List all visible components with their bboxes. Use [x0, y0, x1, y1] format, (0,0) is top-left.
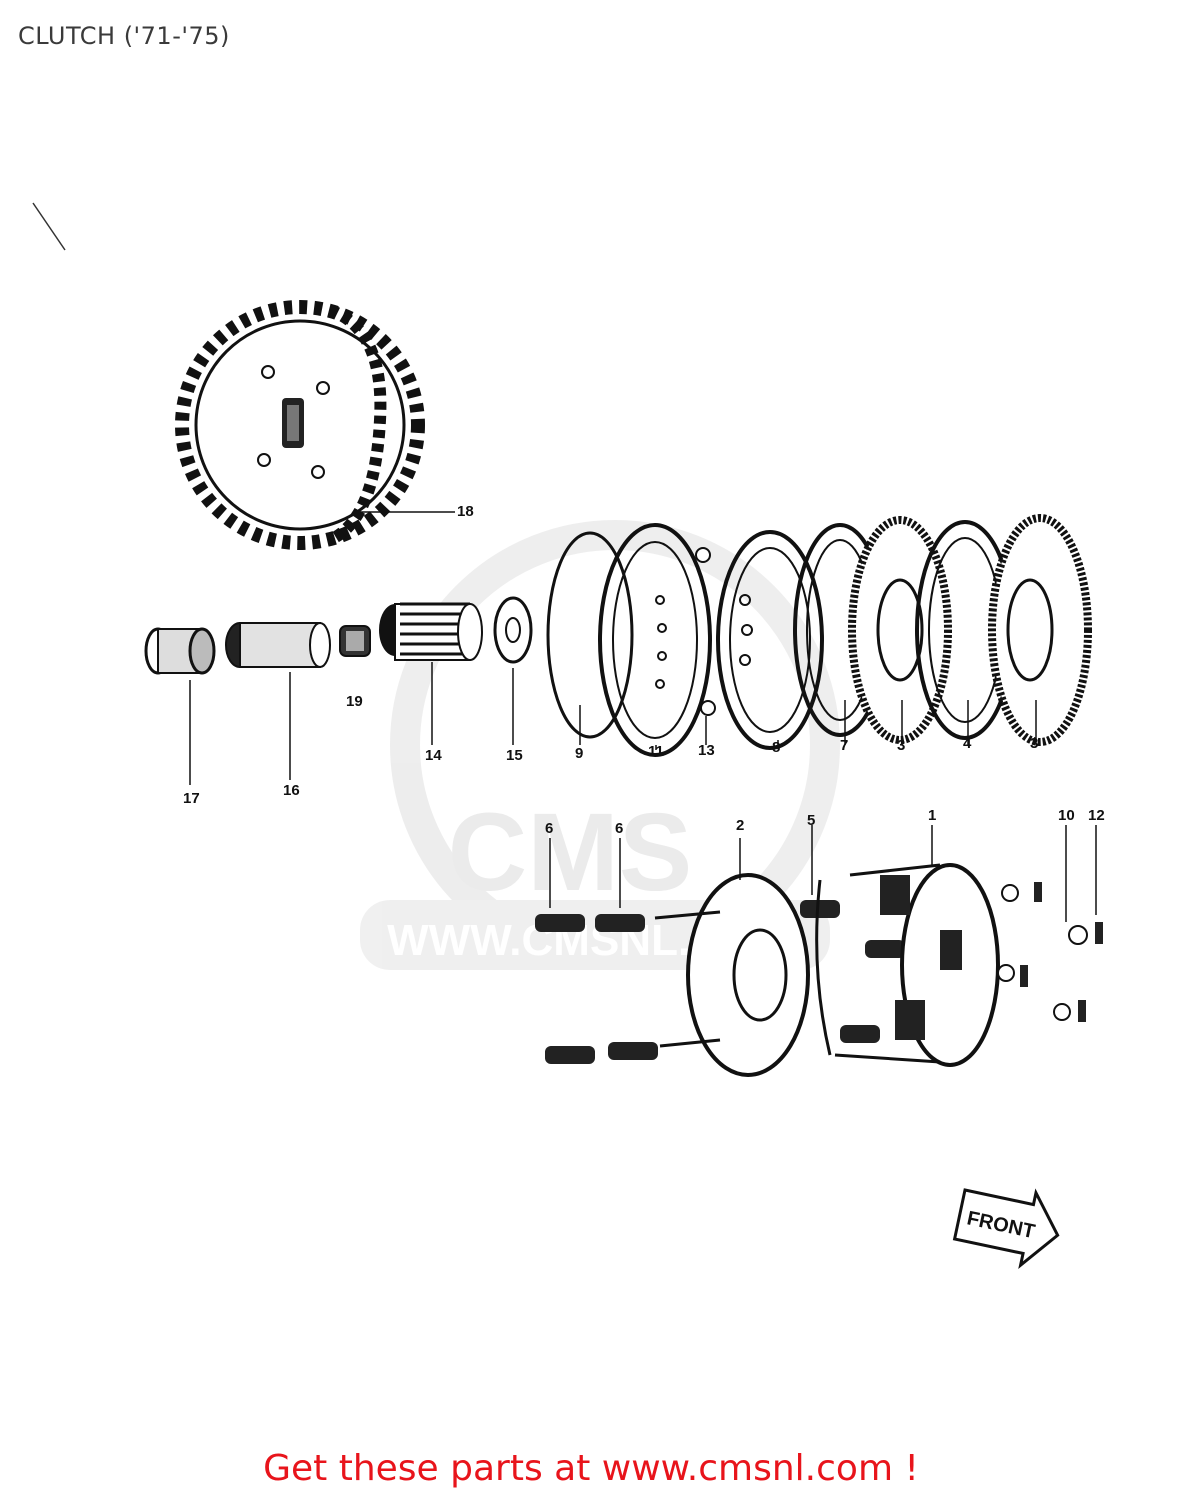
callout-18: 18	[457, 503, 474, 520]
callout-19: 19	[346, 693, 363, 710]
callout-9: 9	[575, 745, 583, 762]
callout-6b: 6	[615, 820, 623, 837]
promo-footer-link[interactable]: Get these parts at www.cmsnl.com !	[263, 1448, 919, 1489]
plate-11	[598, 523, 712, 757]
callout-3b: 3	[1030, 735, 1038, 752]
springs-5	[800, 825, 905, 1043]
callout-1: 1	[928, 807, 936, 824]
front-arrow: FRONT	[952, 1188, 1060, 1270]
callout-5: 5	[807, 812, 815, 829]
page-title: CLUTCH ('71-'75)	[18, 22, 230, 50]
washer-15	[493, 596, 533, 745]
callout-13: 13	[698, 742, 715, 759]
bearing-19	[339, 625, 371, 657]
callout-15: 15	[506, 747, 523, 764]
gear-18	[175, 300, 455, 550]
callout-8: 8	[772, 739, 780, 756]
clutch-housing-1	[815, 825, 1000, 1067]
balls-13	[695, 547, 716, 745]
callout-10: 10	[1058, 807, 1075, 824]
callout-6a: 6	[545, 820, 553, 837]
callout-12: 12	[1088, 807, 1105, 824]
plate-8	[716, 530, 824, 750]
nuts-bolts-10-12	[997, 825, 1103, 1022]
callout-labels: 18 19 17 16 14 15 9 11 13 8 7 3 4 3 6 6 …	[183, 503, 1105, 837]
callout-2: 2	[736, 817, 744, 834]
callout-4: 4	[963, 735, 972, 752]
sleeve-16	[225, 622, 331, 780]
watermark-logo: CMS	[448, 791, 692, 914]
pressure-plate-2	[654, 838, 810, 1077]
callout-16: 16	[283, 782, 300, 799]
circlip-9	[546, 531, 634, 745]
callout-7: 7	[840, 737, 848, 754]
hub-14	[379, 602, 483, 745]
sleeve-17	[144, 627, 216, 785]
friction-plate-3b	[988, 514, 1092, 746]
springs-6	[535, 838, 658, 1064]
callout-3a: 3	[897, 737, 905, 754]
callout-11: 11	[648, 743, 664, 760]
callout-14: 14	[425, 747, 442, 764]
callout-17: 17	[183, 790, 200, 807]
